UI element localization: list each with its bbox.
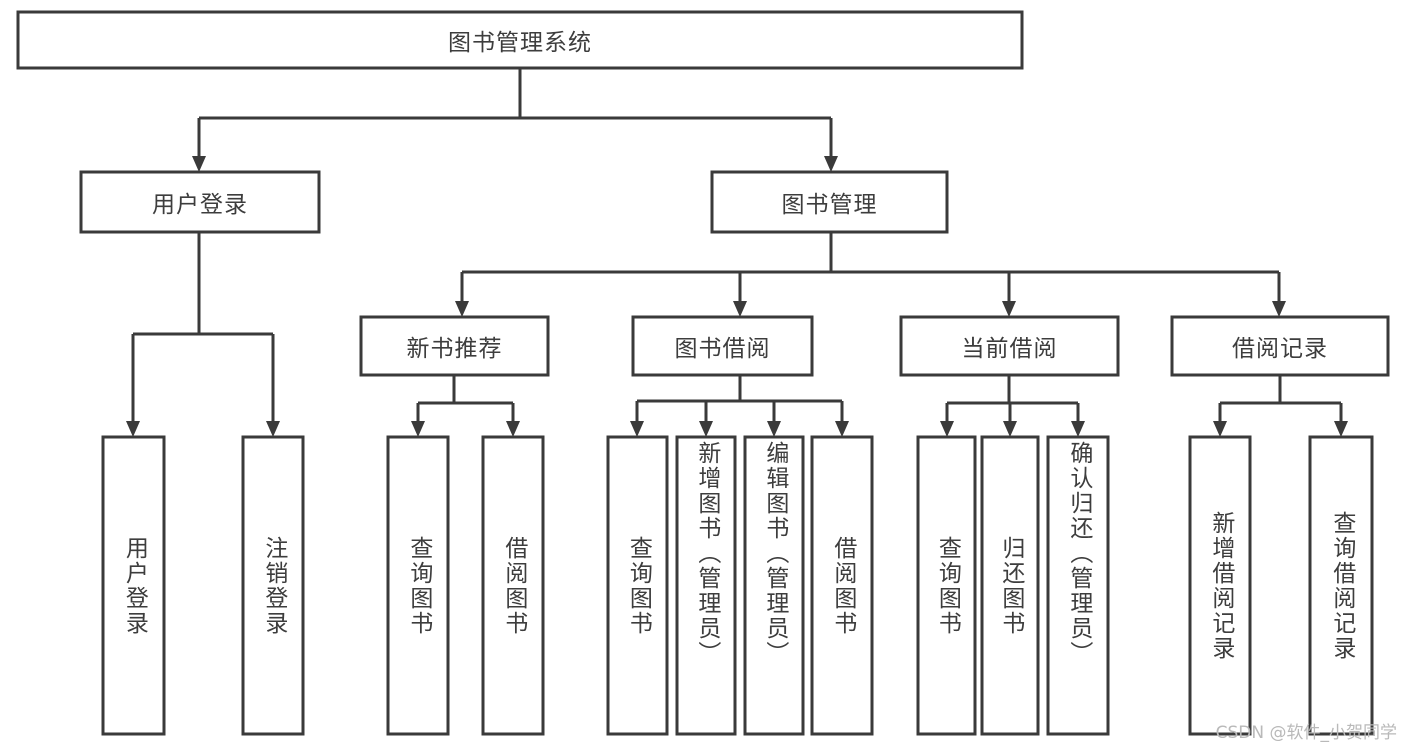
arrow-borrow-record	[1272, 301, 1286, 317]
arrow-leaf-borrow-book-1	[506, 421, 520, 437]
arrow-leaf-add-book	[699, 421, 713, 437]
arrow-leaf-user-login	[126, 421, 140, 437]
node-box-leaf-borrow-book-1[interactable]	[481, 435, 545, 736]
node-box-root[interactable]	[16, 10, 1024, 70]
node-box-borrow-record[interactable]	[1170, 315, 1390, 377]
node-box-current-borrow[interactable]	[899, 315, 1120, 377]
connectors-bookmgmt-to-level3	[455, 232, 1286, 317]
arrow-leaf-confirm-return	[1071, 421, 1085, 437]
arrow-leaf-query-book-2	[630, 421, 644, 437]
arrow-newbook-rec	[455, 301, 469, 317]
connectors-root-to-level2	[192, 68, 838, 172]
node-box-leaf-query-record[interactable]	[1308, 435, 1374, 736]
arrow-leaf-return-book	[1003, 421, 1017, 437]
node-box-leaf-add-record[interactable]	[1188, 435, 1252, 736]
node-box-book-borrow[interactable]	[631, 315, 814, 377]
node-box-leaf-query-book-2[interactable]	[606, 435, 669, 736]
arrow-book-borrow	[733, 301, 747, 317]
arrow-leaf-query-book-1	[411, 421, 425, 437]
node-box-user-login[interactable]	[79, 170, 321, 234]
connectors-bookborrow-to-leaves	[630, 375, 849, 437]
node-box-leaf-query-book-3[interactable]	[916, 435, 977, 736]
arrow-leaf-query-book-3	[940, 421, 954, 437]
node-box-leaf-query-book-1[interactable]	[386, 435, 450, 736]
node-box-leaf-confirm-return[interactable]	[1046, 435, 1110, 736]
node-box-leaf-user-login[interactable]	[101, 435, 166, 736]
arrow-leaf-logout	[266, 421, 280, 437]
arrow-leaf-query-record	[1334, 421, 1348, 437]
connectors-userlogin-to-leaves	[126, 232, 280, 437]
arrow-leaf-add-record	[1213, 421, 1227, 437]
arrow-leaf-edit-book	[767, 421, 781, 437]
arrow-leaf-borrow-book-2	[835, 421, 849, 437]
node-box-leaf-return-book[interactable]	[980, 435, 1040, 736]
arrow-user-login	[192, 156, 206, 172]
node-box-leaf-add-book[interactable]	[675, 435, 737, 736]
arrow-book-mgmt	[824, 156, 838, 172]
connectors-borrowrecord-to-leaves	[1213, 375, 1348, 437]
node-box-leaf-edit-book[interactable]	[743, 435, 805, 736]
node-box-leaf-logout[interactable]	[241, 435, 305, 736]
connectors-newbook-to-leaves	[411, 375, 520, 437]
node-box-new-book-recommend[interactable]	[359, 315, 550, 377]
node-box-book-management[interactable]	[710, 170, 949, 234]
connectors-currentborrow-to-leaves	[940, 375, 1085, 437]
node-box-leaf-borrow-book-2[interactable]	[810, 435, 874, 736]
arrow-current-borrow	[1002, 301, 1016, 317]
